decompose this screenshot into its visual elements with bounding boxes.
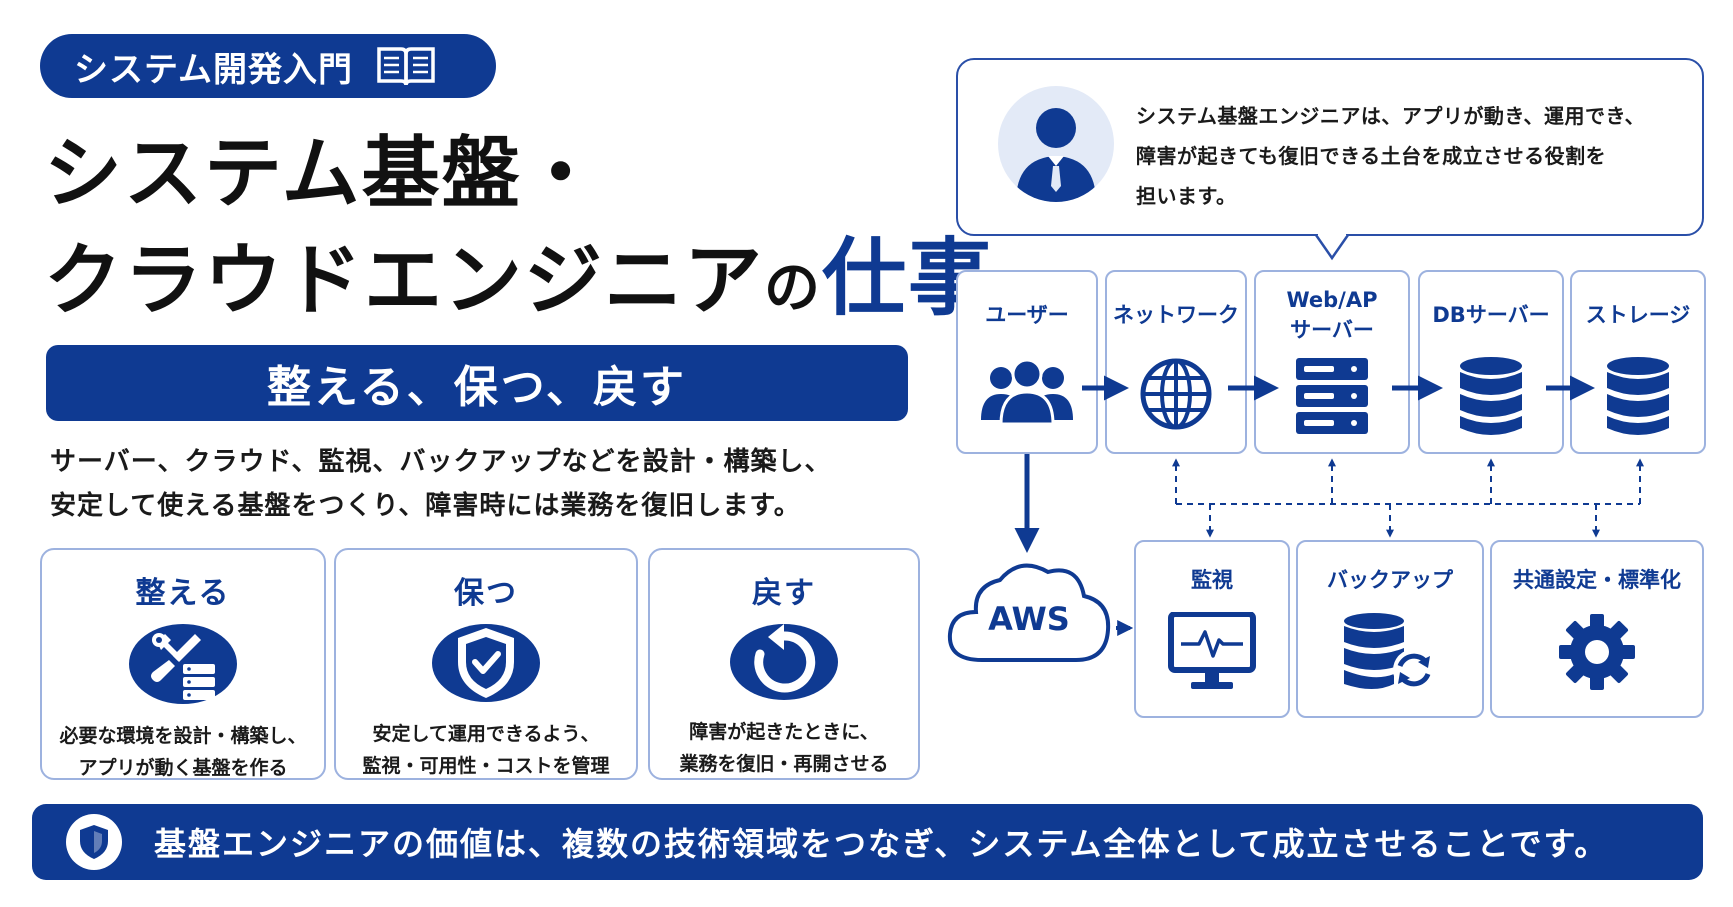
ops-box-backup: バックアップ [1296,540,1484,718]
flow-label-line-1: Web/AP [1286,288,1378,312]
restore-icon [730,624,838,700]
title-line-2: クラウドエンジニアの仕事 [44,226,994,341]
cloud-icon [947,563,1111,662]
gear-icon [1557,612,1637,696]
role-description: 必要な環境を設計・構築し、 アプリが動く基盤を作る [59,720,306,784]
role-description: 障害が起きたときに、 業務を復旧・再開させる [679,716,888,780]
bubble-line-1: システム基盤エンジニアは、アプリが動き、運用でき、 [1136,104,1646,128]
database-icon [1456,356,1526,442]
description: サーバー、クラウド、監視、バックアップなどを設計・構築し、 安定して使える基盤を… [50,440,910,528]
ops-label: 共通設定・標準化 [1513,568,1681,592]
role-card-restore: 戻す 障害が起きたときに、 業務を復旧・再開させる [648,548,920,780]
shield-check-icon [432,624,540,702]
aws-label: AWS [988,600,1070,638]
flow-label: ユーザー [985,303,1069,327]
flow-label: ストレージ [1585,303,1691,327]
flow-label: ネットワーク [1113,303,1239,327]
role-desc-line-1: 安定して運用できるよう、 [372,723,600,745]
tagline-text: 整える、保つ、戻す [267,362,687,413]
ops-box-monitoring: 監視 [1134,540,1290,718]
ops-label: 監視 [1191,568,1233,592]
title-particle: の [764,256,823,321]
role-desc-line-1: 障害が起きたときに、 [689,721,879,743]
role-title: 整える [135,576,231,611]
role-description: 安定して運用できるよう、 監視・可用性・コストを管理 [362,718,609,782]
bubble-line-2: 障害が起きても復旧できる土台を成立させる役割を [1136,144,1607,168]
aws-cloud: AWS [944,550,1114,670]
role-card-maintain: 保つ 安定して運用できるよう、 監視・可用性・コストを管理 [334,548,638,780]
flow-box-storage: ストレージ [1570,270,1706,454]
role-title: 戻す [752,576,816,611]
flow-label: Web/AP サーバー [1286,280,1377,350]
title-main: クラウドエンジニア [44,236,765,326]
role-desc-line-2: 業務を復旧・再開させる [679,753,889,775]
storage-icon [1603,356,1673,442]
role-title: 保つ [454,576,518,611]
monitor-icon [1167,611,1257,696]
flow-box-network: ネットワーク [1105,270,1247,454]
footer-banner: 基盤エンジニアの価値は、複数の技術領域をつなぎ、システム全体として成立させること… [32,804,1703,880]
flow-box-db: DBサーバー [1418,270,1564,454]
ops-box-standardization: 共通設定・標準化 [1490,540,1704,718]
role-desc-line-2: 監視・可用性・コストを管理 [362,755,610,777]
badge-label: システム開発入門 [74,49,353,90]
bubble-tail [1314,234,1350,261]
users-icon [979,356,1075,430]
globe-icon [1138,356,1214,436]
page-title: システム基盤・ クラウドエンジニアの仕事 [44,122,994,341]
backup-icon [1340,612,1440,696]
title-line-1: システム基盤・ [44,129,602,219]
bubble-line-3: 担います。 [1136,184,1237,208]
description-line-1: サーバー、クラウド、監視、バックアップなどを設計・構築し、 [50,447,832,477]
person-icon [998,86,1114,202]
open-book-icon [377,47,435,86]
speech-bubble: システム基盤エンジニアは、アプリが動き、運用でき、 障害が起きても復旧できる土台… [956,58,1704,236]
shield-icon [66,814,122,870]
tagline-banner: 整える、保つ、戻す [46,345,908,421]
footer-text: 基盤エンジニアの価値は、複数の技術領域をつなぎ、システム全体として成立させること… [154,825,1609,863]
description-line-2: 安定して使える基盤をつくり、障害時には業務を復旧します。 [50,491,801,521]
flow-box-users: ユーザー [956,270,1098,454]
flow-label: DBサーバー [1432,303,1550,327]
role-card-prepare: 整える 必要な環境を設計・構築し、 アプリが動く基盤を作る [40,548,326,780]
intro-badge: システム開発入門 [40,34,496,98]
role-desc-line-1: 必要な環境を設計・構築し、 [59,725,307,747]
server-icon [1292,356,1372,440]
bubble-text: システム基盤エンジニアは、アプリが動き、運用でき、 障害が起きても復旧できる土台… [1136,96,1696,216]
flow-label-line-2: サーバー [1290,318,1374,342]
role-desc-line-2: アプリが動く基盤を作る [78,757,288,779]
flow-box-webap: Web/AP サーバー [1254,270,1410,454]
ops-label: バックアップ [1327,568,1453,592]
dashed-connectors [1172,458,1644,538]
tools-server-icon [129,624,237,704]
